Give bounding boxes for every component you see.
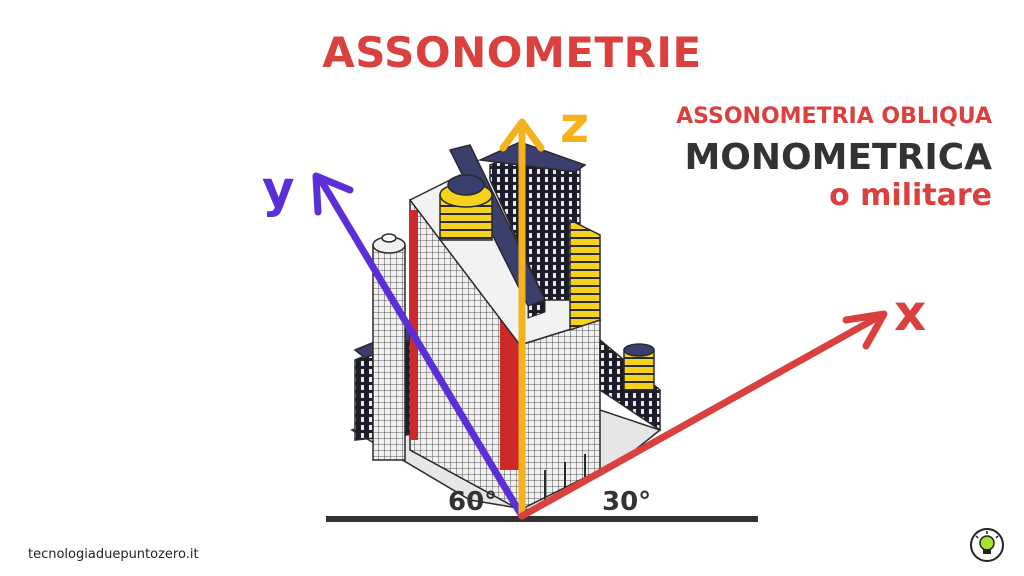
angle-label-right: 30° <box>602 487 651 517</box>
angle-label-left: 60° <box>448 487 497 517</box>
z-axis-label: z <box>560 96 589 154</box>
page-title: ASSONOMETRIE <box>322 28 702 77</box>
footer-site-url[interactable]: tecnologiaduepuntozero.it <box>28 547 199 562</box>
ground-line <box>326 516 758 522</box>
y-axis-label: y <box>262 160 295 218</box>
y-axis <box>312 172 526 520</box>
x-axis <box>518 310 888 520</box>
subtitle-line-2: MONOMETRICA <box>684 137 992 179</box>
x-axis-label: x <box>894 284 926 342</box>
building-illustration <box>350 141 662 512</box>
z-axis <box>499 118 545 520</box>
subtitle-line-3: o militare <box>829 177 992 213</box>
subtitle-line-1: ASSONOMETRIA OBLIQUA <box>676 104 992 129</box>
lightbulb-icon <box>970 528 1004 562</box>
subtitle-block: ASSONOMETRIA OBLIQUA MONOMETRICA o milit… <box>676 104 992 213</box>
